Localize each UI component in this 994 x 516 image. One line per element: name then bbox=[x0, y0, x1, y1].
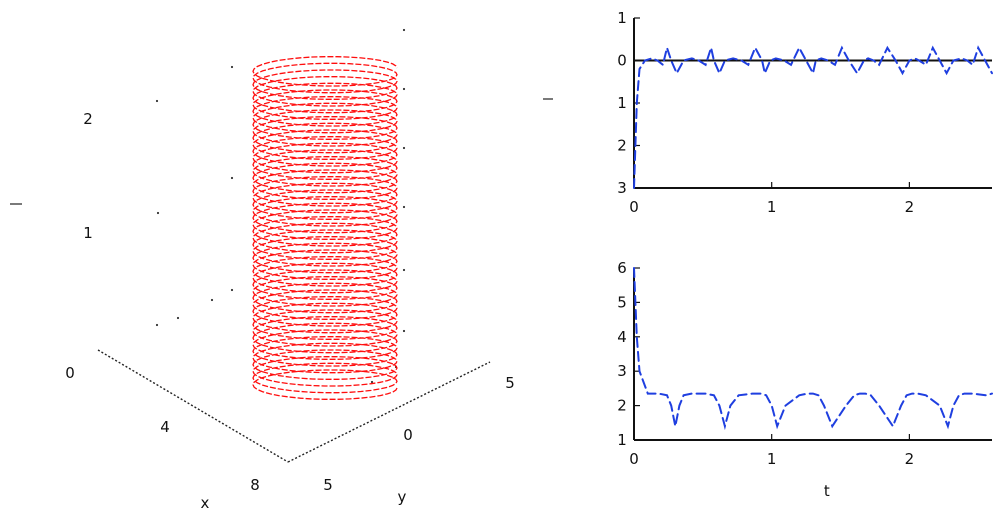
x-tick-label: 4 bbox=[160, 418, 170, 436]
x-tick-label: 8 bbox=[250, 476, 260, 494]
y-tick-label: 3 bbox=[617, 362, 627, 380]
grid-dot bbox=[155, 99, 159, 103]
grid-dot bbox=[210, 298, 214, 302]
x-tick-label: 1 bbox=[767, 450, 777, 468]
x-tick-label: 0 bbox=[629, 198, 639, 216]
z-tick-label: 0 bbox=[65, 364, 75, 382]
y-tick-label: 0 bbox=[403, 426, 413, 444]
y-tick-label: 0 bbox=[617, 52, 627, 70]
y-tick-label: 2 bbox=[617, 137, 627, 155]
x-axis-label: x bbox=[201, 494, 210, 512]
y-tick-label: 3 bbox=[617, 179, 627, 197]
grid-dot bbox=[230, 176, 234, 180]
x-tick-label: 0 bbox=[629, 450, 639, 468]
grid-dot bbox=[402, 205, 406, 209]
x-tick-label: 2 bbox=[905, 198, 915, 216]
z-grid-dots bbox=[155, 28, 406, 384]
grid-dot bbox=[370, 380, 374, 384]
y-tick-label: 6 bbox=[617, 259, 627, 277]
grid-dot bbox=[155, 323, 159, 327]
x-tick-label: 2 bbox=[905, 450, 915, 468]
series-line bbox=[633, 267, 993, 431]
y-tick-label: 1 bbox=[617, 9, 627, 27]
y-axis-label: y bbox=[398, 488, 407, 506]
x-axis-label: t bbox=[824, 482, 830, 500]
y-tick-label: 1 bbox=[617, 431, 627, 449]
y-axis-3d bbox=[287, 361, 491, 463]
grid-dot bbox=[402, 329, 406, 333]
z-tick-label: 2 bbox=[83, 110, 93, 128]
grid-dot bbox=[402, 146, 406, 150]
grid-dot bbox=[402, 87, 406, 91]
grid-dot bbox=[230, 288, 234, 292]
y-tick-label: 5 bbox=[505, 374, 515, 392]
grid-dot bbox=[402, 28, 406, 32]
helix-curve bbox=[252, 56, 398, 400]
grid-dot bbox=[156, 211, 160, 215]
y-tick-label: 5 bbox=[617, 293, 627, 311]
top-line-plot: 3 2 1 0 1 0 1 2 bbox=[543, 9, 993, 216]
y-tick-label: 4 bbox=[617, 328, 627, 346]
axis-3d-labels: 2 1 0 4 8 5 0 5 x y bbox=[10, 110, 515, 512]
z-tick-label: 1 bbox=[83, 224, 93, 242]
grid-dot bbox=[176, 316, 180, 320]
series-line bbox=[633, 43, 993, 189]
y-tick-label: 1 bbox=[617, 94, 627, 112]
helix-line bbox=[252, 56, 398, 400]
grid-dot bbox=[230, 65, 234, 69]
y-tick-label: 5 bbox=[323, 476, 333, 494]
grid-dot bbox=[402, 268, 406, 272]
x-tick-label: 1 bbox=[767, 198, 777, 216]
helix-3d-plot: 2 1 0 4 8 5 0 5 x y bbox=[10, 28, 515, 512]
x-axis-3d bbox=[97, 349, 289, 463]
y-tick-label: 2 bbox=[617, 397, 627, 415]
